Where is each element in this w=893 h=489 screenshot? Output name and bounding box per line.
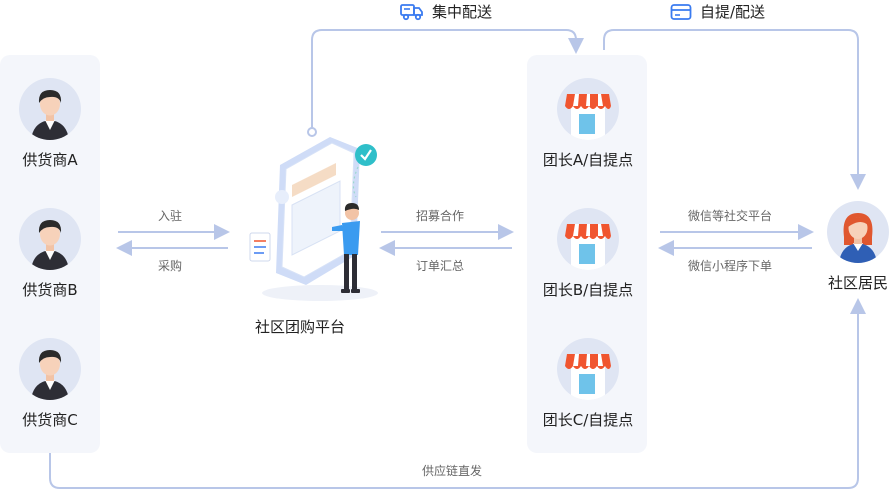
flow-label-supply-chain: 供应链直发: [422, 464, 483, 478]
flow-label-purchase: 采购: [158, 259, 183, 273]
card-icon: [670, 3, 692, 20]
store-b-label: 团长B/自提点: [542, 281, 634, 299]
flow-label-recruit: 招募合作: [416, 209, 465, 223]
central-delivery-label: 集中配送: [400, 1, 492, 22]
central-delivery-text: 集中配送: [432, 3, 493, 21]
female-avatar-icon: [827, 201, 889, 263]
truck-icon: [400, 3, 423, 20]
male-avatar-icon: [19, 208, 81, 270]
supply-chain-line: [49, 298, 866, 489]
flow-label-order-summary: 订单汇总: [416, 259, 465, 273]
storefront-icon: [557, 78, 619, 140]
pickup-delivery-line: [603, 29, 866, 190]
central-delivery-line: [311, 29, 584, 132]
supplier-a-label: 供货商A: [22, 151, 78, 169]
store-a-label: 团长A/自提点: [542, 151, 634, 169]
supplier-b: 供货商B: [0, 208, 110, 300]
storefront-icon: [557, 338, 619, 400]
store-c-label: 团长C/自提点: [542, 411, 634, 429]
store-a: 团长A/自提点: [528, 78, 648, 170]
flow-label-social: 微信等社交平台: [688, 209, 773, 223]
phone-illustration-icon: [249, 137, 378, 301]
flow-label-miniprogram: 微信小程序下单: [688, 259, 773, 273]
storefront-icon: [557, 208, 619, 270]
male-avatar-icon: [19, 78, 81, 140]
pickup-delivery-label: 自提/配送: [670, 1, 765, 22]
male-avatar-icon: [19, 338, 81, 400]
resident-label: 社区居民: [827, 274, 888, 292]
platform-label: 社区团购平台: [255, 318, 346, 336]
flow-label-join: 入驻: [158, 209, 183, 223]
supplier-c-label: 供货商C: [22, 411, 78, 429]
supplier-c: 供货商C: [0, 338, 110, 430]
store-c: 团长C/自提点: [528, 338, 648, 430]
resident: 社区居民: [798, 201, 893, 293]
supplier-b-label: 供货商B: [22, 281, 78, 299]
platform-illustration: [240, 135, 390, 305]
store-b: 团长B/自提点: [528, 208, 648, 300]
pickup-delivery-text: 自提/配送: [700, 3, 766, 21]
supplier-a: 供货商A: [0, 78, 110, 170]
